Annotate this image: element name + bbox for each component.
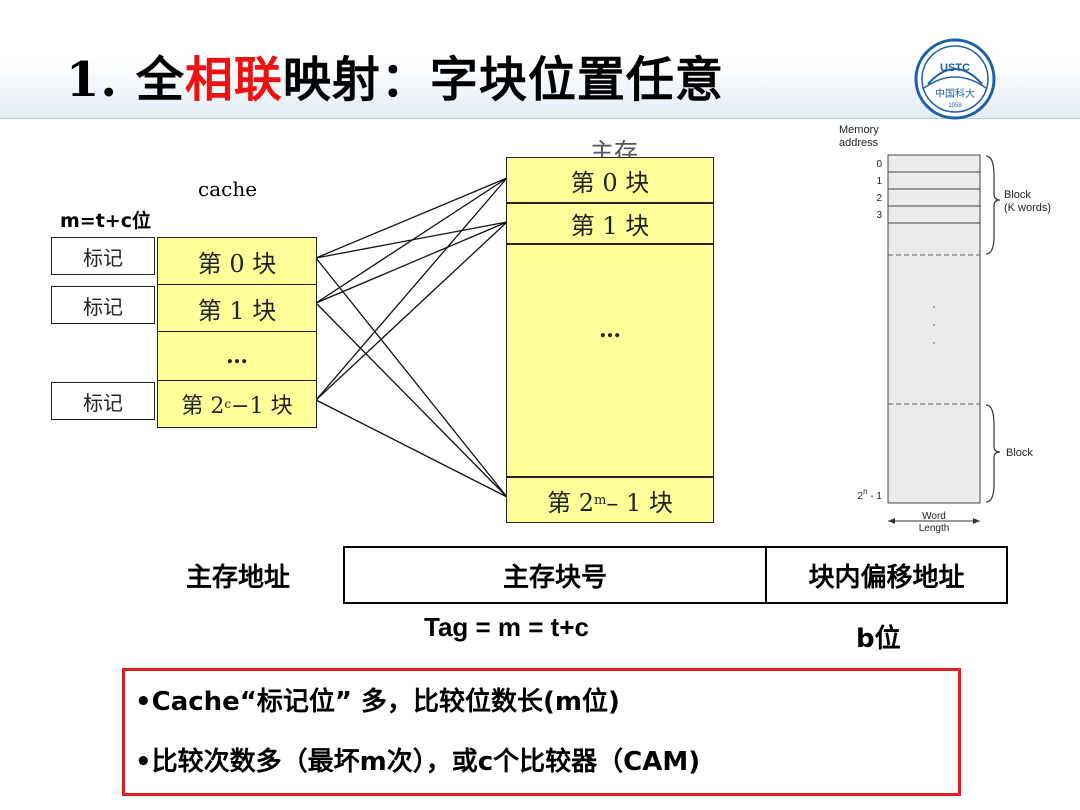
block-label-2: (K words) xyxy=(1004,202,1051,214)
ustc-logo: USTC 中国科大 1958 xyxy=(914,38,996,120)
main-block-1: 第 1 块 xyxy=(506,203,714,244)
cache-tag-last: 标记 xyxy=(51,382,155,420)
address-field-block-number: 主存块号 xyxy=(345,548,767,602)
title-part2: 映射：字块位置任意 xyxy=(282,52,724,108)
mem-dot-2: · xyxy=(932,317,936,331)
cache-block-0: 第 0 块 xyxy=(157,237,317,285)
block-label-bottom: Block xyxy=(1006,447,1033,459)
word-length-label-2: Length xyxy=(919,523,950,534)
cache-block-ellipsis: … xyxy=(157,331,317,381)
mem-dot-3: · xyxy=(932,335,936,349)
logo-subtext: 中国科大 xyxy=(935,87,975,100)
cache-label: cache xyxy=(198,177,258,201)
main-last-sup: m xyxy=(594,492,607,508)
mem-row-3: 3 xyxy=(876,210,882,221)
cache-last-post: −1 块 xyxy=(231,394,293,419)
memory-column xyxy=(887,154,981,504)
page-title: 1. 全相联映射：字块位置任意 xyxy=(66,40,724,110)
address-label: 主存地址 xyxy=(186,563,291,593)
note-1: •Cache“标记位” 多，比较位数长(m位) xyxy=(135,687,620,717)
notes-box: •Cache“标记位” 多，比较位数长(m位) •比较次数多（最坏m次），或c个… xyxy=(122,668,961,796)
logo-text: USTC xyxy=(940,62,970,74)
cache-tag-0: 标记 xyxy=(51,237,155,275)
mem-dot-1: · xyxy=(932,299,936,313)
block-brace-bottom xyxy=(985,404,1001,503)
conn-c1-m1 xyxy=(315,221,508,304)
cache-last-sup: c xyxy=(224,397,232,411)
address-field-offset: 块内偏移地址 xyxy=(808,562,965,593)
logo-year: 1958 xyxy=(948,103,962,109)
cache-last-pre: 第 2 xyxy=(181,394,225,419)
conn-clast-m0 xyxy=(315,177,508,401)
block-label-1: Block xyxy=(1004,189,1031,201)
main-last-post: – 1 块 xyxy=(606,488,673,517)
conn-c1-m0 xyxy=(315,177,508,304)
conn-c0-m0 xyxy=(315,177,508,259)
tag-formula: Tag = m = t+c xyxy=(424,612,589,642)
mem-row-last: 2n - 1 xyxy=(858,487,883,502)
conn-c1-mlast xyxy=(315,302,508,498)
title-number: 1. xyxy=(66,52,119,108)
memory-address-diagram: Memory address 0 1 2 3 · · · 2n - 1 Bloc… xyxy=(839,124,1051,534)
mem-title-2: address xyxy=(839,137,879,149)
main-block-ellipsis: … xyxy=(506,244,714,477)
main-block-0: 第 0 块 xyxy=(506,157,714,203)
header-band xyxy=(0,0,1080,119)
conn-clast-m1 xyxy=(315,221,508,401)
block-brace-top xyxy=(985,155,1001,255)
tag-bits-formula: m=t+c位 xyxy=(60,210,151,232)
note-2: •比较次数多（最坏m次），或c个比较器（CAM) xyxy=(135,747,701,777)
word-length-label-1: Word xyxy=(922,511,946,522)
conn-c0-mlast xyxy=(315,257,508,498)
cache-tag-1: 标记 xyxy=(51,286,155,324)
mem-title-1: Memory xyxy=(839,124,879,136)
main-last-pre: 第 2 xyxy=(547,488,595,517)
conn-clast-mlast xyxy=(315,399,508,498)
offset-bits-formula: b位 xyxy=(856,624,901,654)
title-highlight: 相联 xyxy=(184,52,283,108)
title-part1: 全 xyxy=(135,52,185,108)
mem-row-0: 0 xyxy=(876,159,882,170)
cache-block-1: 第 1 块 xyxy=(157,284,317,332)
mem-row-1: 1 xyxy=(876,176,882,187)
address-format-box: 主存块号 块内偏移地址 xyxy=(343,546,1008,604)
mem-row-2: 2 xyxy=(876,193,882,204)
